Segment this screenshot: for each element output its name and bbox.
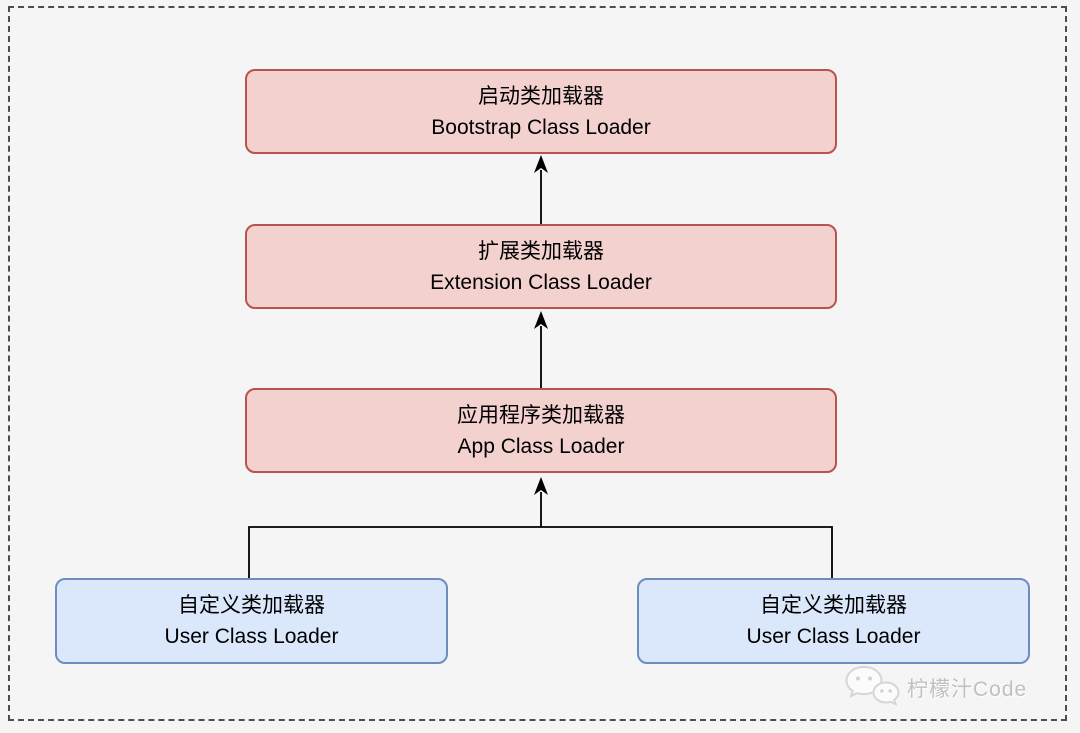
node-bootstrap-class-loader: 启动类加载器 Bootstrap Class Loader [245,69,837,154]
node-label-en: User Class Loader [746,625,921,648]
node-label-zh: 扩展类加载器 [478,239,604,263]
node-label-en: Extension Class Loader [430,270,652,294]
node-label-zh: 自定义类加载器 [178,594,325,617]
node-label-en: App Class Loader [457,434,625,458]
edge-extension-to-bootstrap [534,155,548,224]
node-label-en: Bootstrap Class Loader [431,115,651,139]
node-extension-class-loader: 扩展类加载器 Extension Class Loader [245,224,837,309]
wechat-icon [845,665,900,706]
node-label-en: User Class Loader [164,625,339,648]
node-user-class-loader-right: 自定义类加载器 User Class Loader [637,578,1030,664]
node-label-zh: 启动类加载器 [478,84,604,108]
node-user-class-loader-left: 自定义类加载器 User Class Loader [55,578,448,664]
node-app-class-loader: 应用程序类加载器 App Class Loader [245,388,837,473]
node-label-zh: 应用程序类加载器 [457,403,625,427]
node-label-zh: 自定义类加载器 [760,594,907,617]
edge-app-to-extension [534,311,548,388]
watermark: 柠檬汁Code [843,664,1027,712]
watermark-label: 柠檬汁Code [907,678,1028,701]
edge-users-fork [248,477,833,578]
